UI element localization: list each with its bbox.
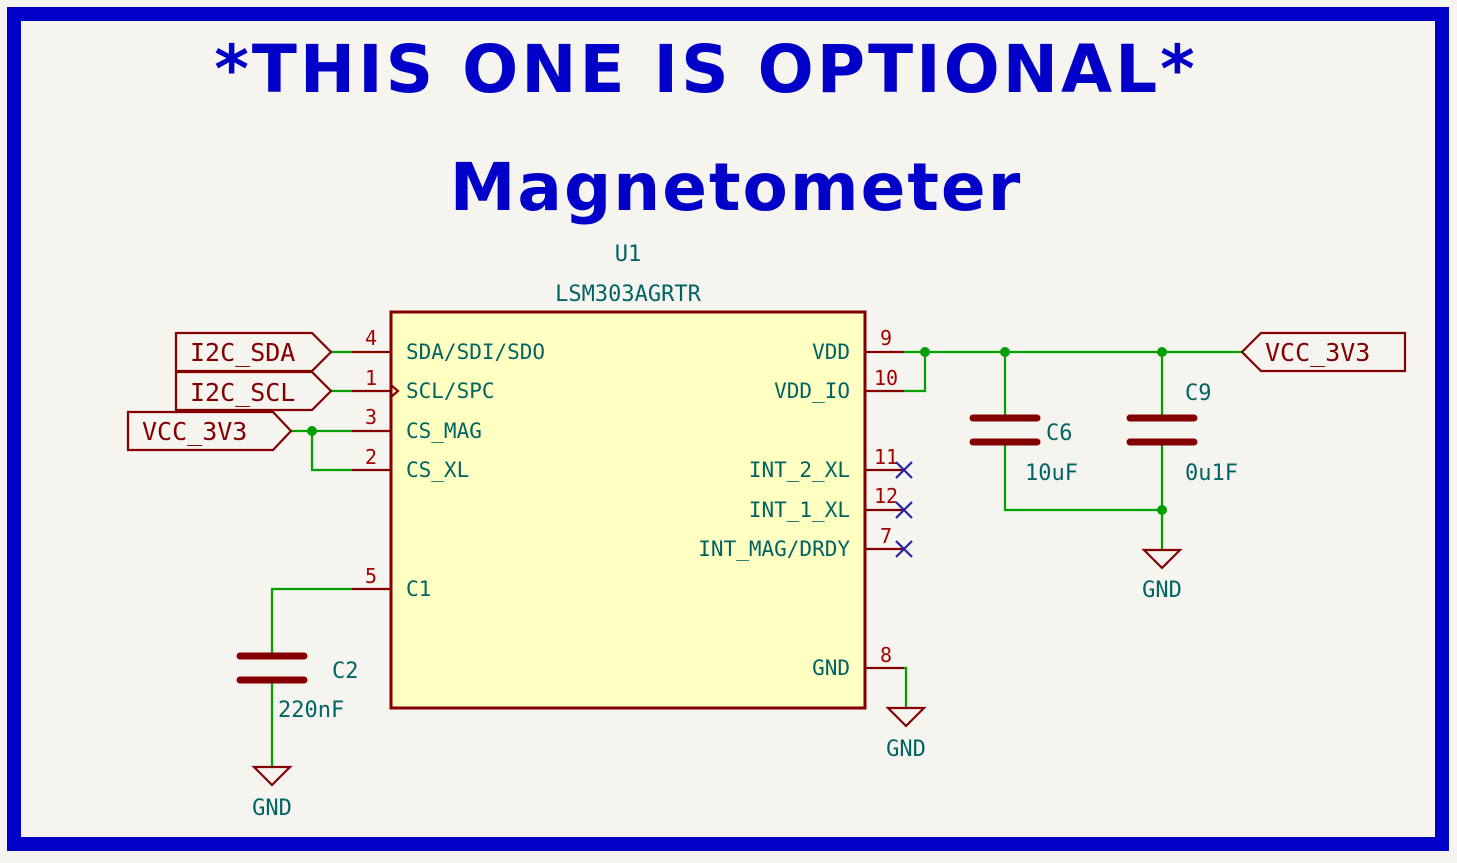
pin-name-cs-mag: CS_MAG [406,419,482,443]
net-label-i2c-scl[interactable]: I2C_SCL [174,370,333,412]
pin-num-3: 3 [365,405,377,429]
wire-vdd-io [904,352,927,393]
pin-num-1: 1 [365,366,377,390]
pin-name-sda: SDA/SDI/SDO [406,340,545,364]
no-connect-7 [895,540,913,558]
net-label-vcc-left[interactable]: VCC_3V3 [126,410,293,452]
gnd-symbol-u1 [885,706,927,728]
sheet-frame [7,7,1449,851]
gnd-label-c2: GND [252,796,292,821]
c2-reference: C2 [332,659,359,684]
u1-reference: U1 [615,242,642,267]
net-label-vcc-right-text: VCC_3V3 [1265,338,1370,367]
capacitor-c2[interactable] [236,652,308,684]
pin-name-int2: INT_2_XL [749,458,850,482]
gnd-symbol-right [1141,548,1183,570]
gnd-label-right: GND [1142,578,1182,603]
junction-gnd-right [1157,505,1167,515]
junction-vdd-1 [920,347,930,357]
pin-name-c1: C1 [406,577,431,601]
gnd-symbol-c2 [251,765,293,787]
pin-num-12: 12 [874,484,898,508]
net-label-vcc-left-text: VCC_3V3 [142,417,247,446]
pin-name-cs-xl: CS_XL [406,458,469,482]
pin-num-4: 4 [365,326,377,350]
pin-name-scl: SCL/SPC [406,379,495,403]
wire-c6-bottom [1003,443,1162,512]
c2-value: 220nF [278,698,344,723]
net-label-i2c-scl-text: I2C_SCL [190,378,295,407]
pin-num-11: 11 [874,445,898,469]
pin-name-vdd-io: VDD_IO [774,379,850,403]
wire-gnd-u1 [904,666,908,708]
net-label-vcc-right[interactable]: VCC_3V3 [1240,331,1407,373]
pin-num-8: 8 [880,643,892,667]
u1-body[interactable] [389,310,867,710]
no-connect-12 [895,501,913,519]
optional-note: *THIS ONE IS OPTIONAL* [214,31,1197,108]
pin-name-int1: INT_1_XL [749,498,850,522]
c6-reference: C6 [1046,421,1073,446]
junction-vcc-left [307,426,317,436]
gnd-label-u1: GND [886,737,926,762]
capacitor-c9[interactable] [1126,414,1198,446]
c9-reference: C9 [1185,381,1212,406]
pin-num-7: 7 [880,524,892,548]
clock-marker [390,384,400,398]
wire-c1 [270,587,352,656]
c6-value: 10uF [1025,461,1078,486]
wire-cs-xl [310,431,352,472]
pin-num-9: 9 [880,326,892,350]
no-connect-11 [895,461,913,479]
pin-name-int-mag: INT_MAG/DRDY [698,537,850,561]
pin-num-2: 2 [365,445,377,469]
page-title: Magnetometer [450,149,1023,226]
pin-name-gnd: GND [812,656,850,680]
pin-name-vdd: VDD [812,340,850,364]
pin-num-10: 10 [874,366,898,390]
capacitor-c6[interactable] [969,414,1041,446]
u1-value: LSM303AGRTR [555,282,701,307]
c9-value: 0u1F [1185,461,1238,486]
net-label-i2c-sda-text: I2C_SDA [190,338,295,367]
pin-num-5: 5 [365,564,377,588]
net-label-i2c-sda[interactable]: I2C_SDA [174,331,333,373]
